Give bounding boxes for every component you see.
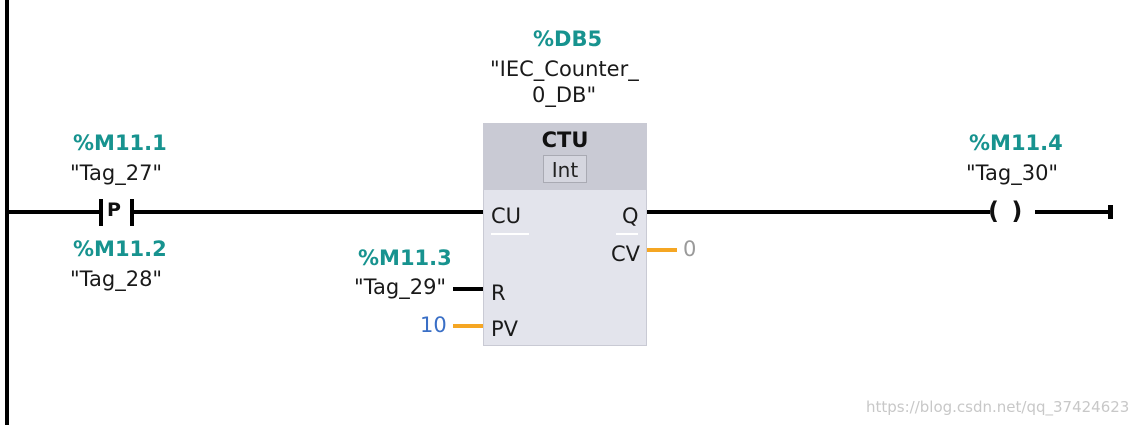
block-type-title: CTU xyxy=(541,128,589,152)
pin-q-label: Q xyxy=(622,204,639,228)
contact-address: %M11.1 xyxy=(73,131,167,155)
contact-edge-label: P xyxy=(107,199,121,221)
pin-q-underline xyxy=(616,233,638,235)
pin-cu-label: CU xyxy=(491,204,522,228)
contact-symbol: "Tag_27" xyxy=(70,161,163,185)
contact-edge-symbol: "Tag_28" xyxy=(70,267,163,291)
contact-edge-address: %M11.2 xyxy=(73,237,167,261)
reset-address: %M11.3 xyxy=(358,246,452,270)
reset-input-wire xyxy=(453,287,483,291)
cv-output-wire xyxy=(647,248,677,252)
coil-address: %M11.4 xyxy=(969,131,1063,155)
block-datatype-selector[interactable]: Int xyxy=(543,155,587,183)
rung-wire-rail-to-contact xyxy=(5,210,100,214)
contact-right-bar[interactable] xyxy=(130,199,134,226)
rung-wire-contact-to-block xyxy=(133,210,483,214)
pin-cv-label: CV xyxy=(611,242,641,266)
rung-wire-block-to-coil xyxy=(647,210,990,214)
pin-cu-underline xyxy=(491,233,529,235)
coil-symbol: "Tag_30" xyxy=(966,161,1059,185)
contact-left-bar[interactable] xyxy=(99,199,103,226)
instance-db-address: %DB5 xyxy=(533,27,603,51)
pin-pv-label: PV xyxy=(491,317,519,341)
cv-output-value[interactable]: 0 xyxy=(683,237,697,261)
pv-input-wire xyxy=(453,324,483,328)
rung-end-marker xyxy=(1108,205,1113,219)
block-header: CTU Int xyxy=(484,124,646,190)
instance-db-symbol-line2: 0_DB" xyxy=(532,83,597,107)
pv-preset-value[interactable]: 10 xyxy=(420,313,447,337)
ctu-counter-block[interactable]: CTU Int CU Q CV R PV xyxy=(483,123,647,346)
coil-glyph[interactable]: ( ) xyxy=(988,197,1025,225)
instance-db-symbol-line1: "IEC_Counter_ xyxy=(490,57,639,81)
pin-r-label: R xyxy=(491,281,506,305)
watermark-text: https://blog.csdn.net/qq_37424623 xyxy=(866,398,1129,416)
rung-wire-coil-to-end xyxy=(1035,210,1111,214)
reset-symbol[interactable]: "Tag_29" xyxy=(354,275,447,299)
